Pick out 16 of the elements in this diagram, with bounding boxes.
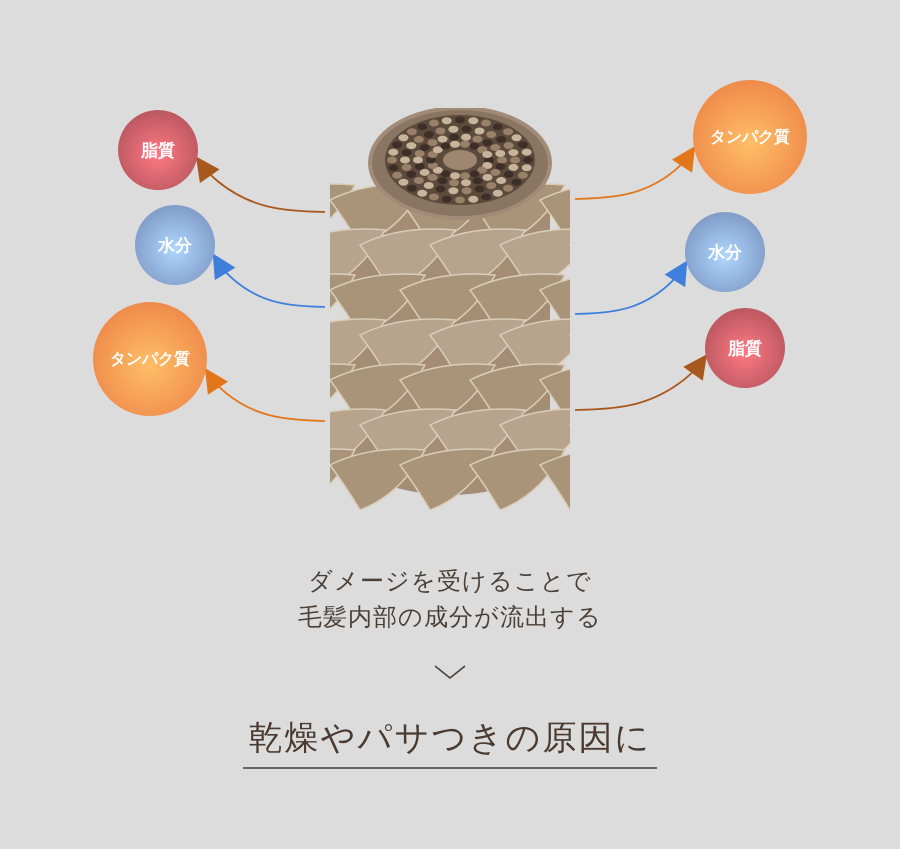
outflow-arrow (574, 146, 696, 200)
outflow-arrow (574, 260, 688, 315)
component-circle: 水分 (135, 205, 215, 285)
chevron-arrow (434, 665, 466, 680)
description-text: ダメージを受けることで毛髪内部の成分が流出する (250, 560, 650, 638)
outflow-arrow (204, 368, 326, 422)
outflow-arrow (196, 156, 326, 213)
outflow-arrow (212, 253, 326, 308)
component-circle: 水分 (685, 212, 765, 292)
conclusion-heading: 乾燥やパサつきの原因に (243, 678, 657, 769)
hair-cross-section-drawing (325, 108, 575, 510)
component-circle: 脂質 (705, 308, 785, 388)
outflow-arrow (574, 354, 707, 411)
component-circle: 脂質 (118, 110, 198, 190)
component-circle: タンパク質 (93, 302, 207, 416)
component-circle: タンパク質 (693, 80, 807, 194)
